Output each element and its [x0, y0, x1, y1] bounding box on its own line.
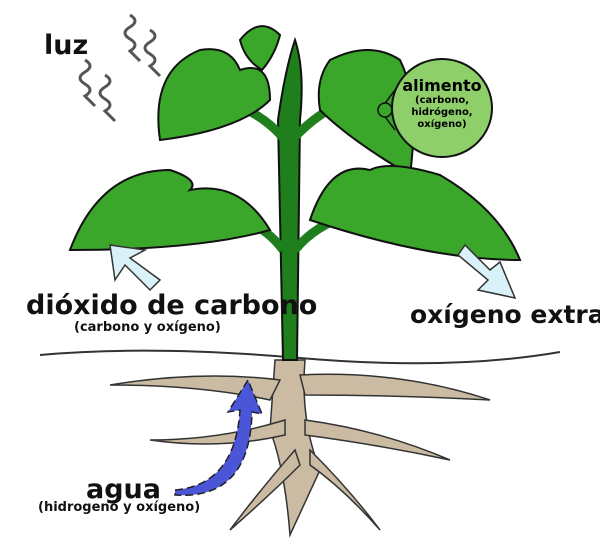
- co2-sub-label: (carbono y oxígeno): [74, 320, 221, 335]
- ground-line: [39, 349, 561, 365]
- light-label: luz: [44, 30, 89, 61]
- co2-arrow: [109, 244, 162, 292]
- roots: [109, 359, 491, 538]
- food-label: alimento: [402, 76, 482, 95]
- oxygen-label: oxígeno extra: [410, 300, 600, 329]
- water-sub-label: (hidrogeno y oxígeno): [38, 500, 201, 515]
- light-rays: [78, 13, 162, 123]
- leaves: [68, 25, 522, 262]
- food-circle: alimento (carbono, hidrógeno, oxígeno): [391, 58, 493, 158]
- food-sub-2: hidrógeno,: [411, 107, 473, 118]
- water-arrow: [174, 378, 264, 496]
- food-sub-3: oxígeno): [417, 119, 467, 130]
- co2-label: dióxido de carbono: [26, 290, 318, 321]
- water-label: agua: [86, 474, 161, 505]
- food-sub-1: (carbono,: [415, 95, 469, 106]
- stem: [276, 36, 303, 361]
- oxygen-arrow: [456, 243, 517, 300]
